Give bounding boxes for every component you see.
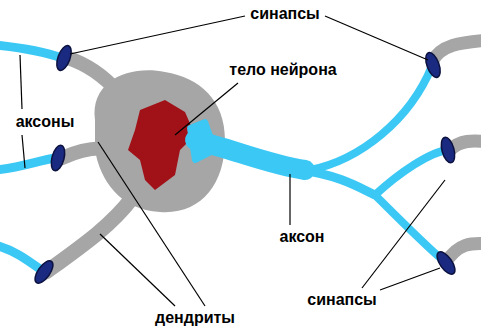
axon-branch xyxy=(375,195,445,262)
synapse xyxy=(49,144,67,172)
axon xyxy=(195,140,305,170)
leader-line xyxy=(175,83,238,135)
part-label: дендриты xyxy=(155,309,235,327)
part-label: синапсы xyxy=(307,291,377,309)
synapse xyxy=(32,258,57,286)
part-label: аксон xyxy=(279,228,324,246)
synapse xyxy=(434,249,459,277)
axon-branch xyxy=(375,150,448,195)
leader-line xyxy=(20,55,22,109)
leader-line xyxy=(22,135,25,168)
leader-line xyxy=(362,180,445,288)
synapse xyxy=(423,51,443,80)
synapse xyxy=(439,136,457,164)
dendrite xyxy=(46,198,132,272)
target-dendrite xyxy=(450,141,481,150)
leader-line xyxy=(325,16,428,60)
part-label: синапсы xyxy=(250,5,320,23)
nucleus xyxy=(128,100,195,190)
axon-branch xyxy=(310,66,432,170)
leader-line xyxy=(289,174,290,225)
axon xyxy=(0,158,56,170)
leader-line xyxy=(100,234,175,306)
axon xyxy=(0,45,62,58)
synapse xyxy=(54,44,74,73)
part-label: тело нейрона xyxy=(229,61,336,79)
leader-line xyxy=(98,142,205,306)
target-dendrite xyxy=(432,40,481,62)
leader-line xyxy=(70,16,245,54)
leader-line xyxy=(380,268,440,290)
axon xyxy=(0,245,44,272)
part-label: аксоны xyxy=(16,113,75,131)
